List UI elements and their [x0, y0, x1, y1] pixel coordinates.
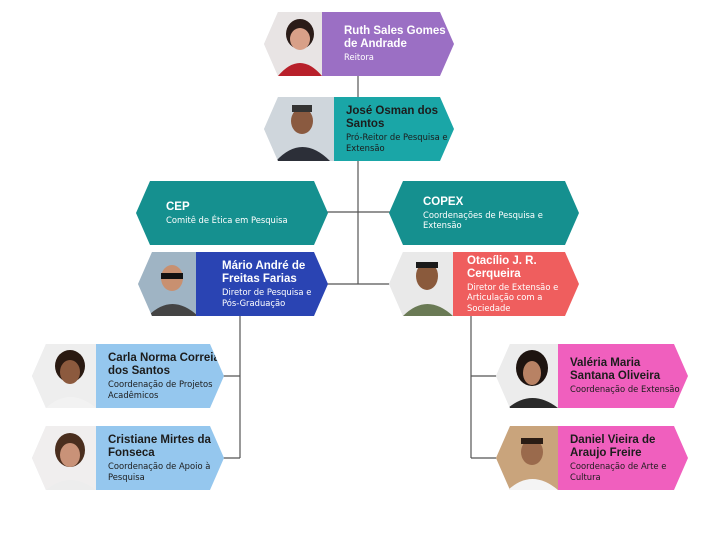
extension-coord-role: Coordenação de Extensão — [570, 384, 680, 395]
research-director-box: Mário André de Freitas Farias Diretor de… — [196, 252, 328, 316]
node-art-culture-coord: Daniel Vieira de Araujo Freire Coordenaç… — [496, 426, 688, 490]
cep-role: Comitê de Ética em Pesquisa — [166, 214, 288, 225]
projects-coord-box: Carla Norma Correia dos Santos Coordenaç… — [96, 344, 224, 408]
extension-coord-box: Valéria Maria Santana Oliveira Coordenaç… — [558, 344, 688, 408]
extension-director-box: Otacílio J. R. Cerqueira Diretor de Exte… — [453, 252, 579, 316]
copex-box: COPEX Coordenações de Pesquisa e Extensã… — [389, 181, 579, 245]
rector-photo — [264, 12, 326, 76]
research-support-coord-photo — [32, 426, 102, 490]
pro-rector-box: José Osman dos Santos Pró-Reitor de Pesq… — [334, 97, 454, 161]
art-culture-coord-photo — [496, 426, 564, 490]
cep-box: CEP Comitê de Ética em Pesquisa — [136, 181, 328, 245]
node-research-director: Mário André de Freitas Farias Diretor de… — [138, 252, 328, 316]
projects-coord-name: Carla Norma Correia dos Santos — [108, 352, 220, 377]
rector-role: Reitora — [344, 52, 374, 63]
rector-box: Ruth Sales Gomes de Andrade Reitora — [322, 12, 454, 76]
node-extension-coord: Valéria Maria Santana Oliveira Coordenaç… — [496, 344, 688, 408]
extension-director-photo — [389, 252, 459, 316]
research-director-photo — [138, 252, 202, 316]
copex-role: Coordenações de Pesquisa e Extensão — [423, 209, 543, 230]
art-culture-coord-box: Daniel Vieira de Araujo Freire Coordenaç… — [558, 426, 688, 490]
pro-rector-photo — [264, 97, 338, 161]
pro-rector-role: Pró-Reitor de Pesquisa e Extensão — [346, 132, 448, 153]
extension-coord-photo — [496, 344, 564, 408]
art-culture-coord-name: Daniel Vieira de Araujo Freire — [570, 434, 656, 459]
node-projects-coord: Carla Norma Correia dos Santos Coordenaç… — [32, 344, 224, 408]
research-director-name: Mário André de Freitas Farias — [222, 260, 306, 285]
node-cep: CEP Comitê de Ética em Pesquisa — [136, 181, 328, 245]
node-research-support-coord: Cristiane Mirtes da Fonseca Coordenação … — [32, 426, 224, 490]
copex-name: COPEX — [423, 195, 464, 208]
node-copex: COPEX Coordenações de Pesquisa e Extensã… — [389, 181, 579, 245]
node-extension-director: Otacílio J. R. Cerqueira Diretor de Exte… — [389, 252, 579, 316]
extension-director-name: Otacílio J. R. Cerqueira — [467, 254, 537, 280]
node-rector: Ruth Sales Gomes de Andrade Reitora — [264, 12, 454, 76]
rector-name: Ruth Sales Gomes de Andrade — [344, 25, 446, 51]
research-director-role: Diretor de Pesquisa e Pós-Graduação — [222, 287, 312, 308]
extension-coord-name: Valéria Maria Santana Oliveira — [570, 357, 661, 383]
art-culture-coord-role: Coordenação de Arte e Cultura — [570, 461, 667, 482]
projects-coord-photo — [32, 344, 102, 408]
projects-coord-role: Coordenação de Projetos Acadêmicos — [108, 379, 213, 400]
research-support-coord-name: Cristiane Mirtes da Fonseca — [108, 434, 211, 459]
extension-director-role: Diretor de Extensão e Articulação com a … — [467, 281, 559, 313]
node-pro-rector: José Osman dos Santos Pró-Reitor de Pesq… — [264, 97, 454, 161]
research-support-coord-box: Cristiane Mirtes da Fonseca Coordenação … — [96, 426, 224, 490]
cep-name: CEP — [166, 200, 190, 213]
research-support-coord-role: Coordenação de Apoio à Pesquisa — [108, 461, 211, 482]
pro-rector-name: José Osman dos Santos — [346, 105, 439, 130]
